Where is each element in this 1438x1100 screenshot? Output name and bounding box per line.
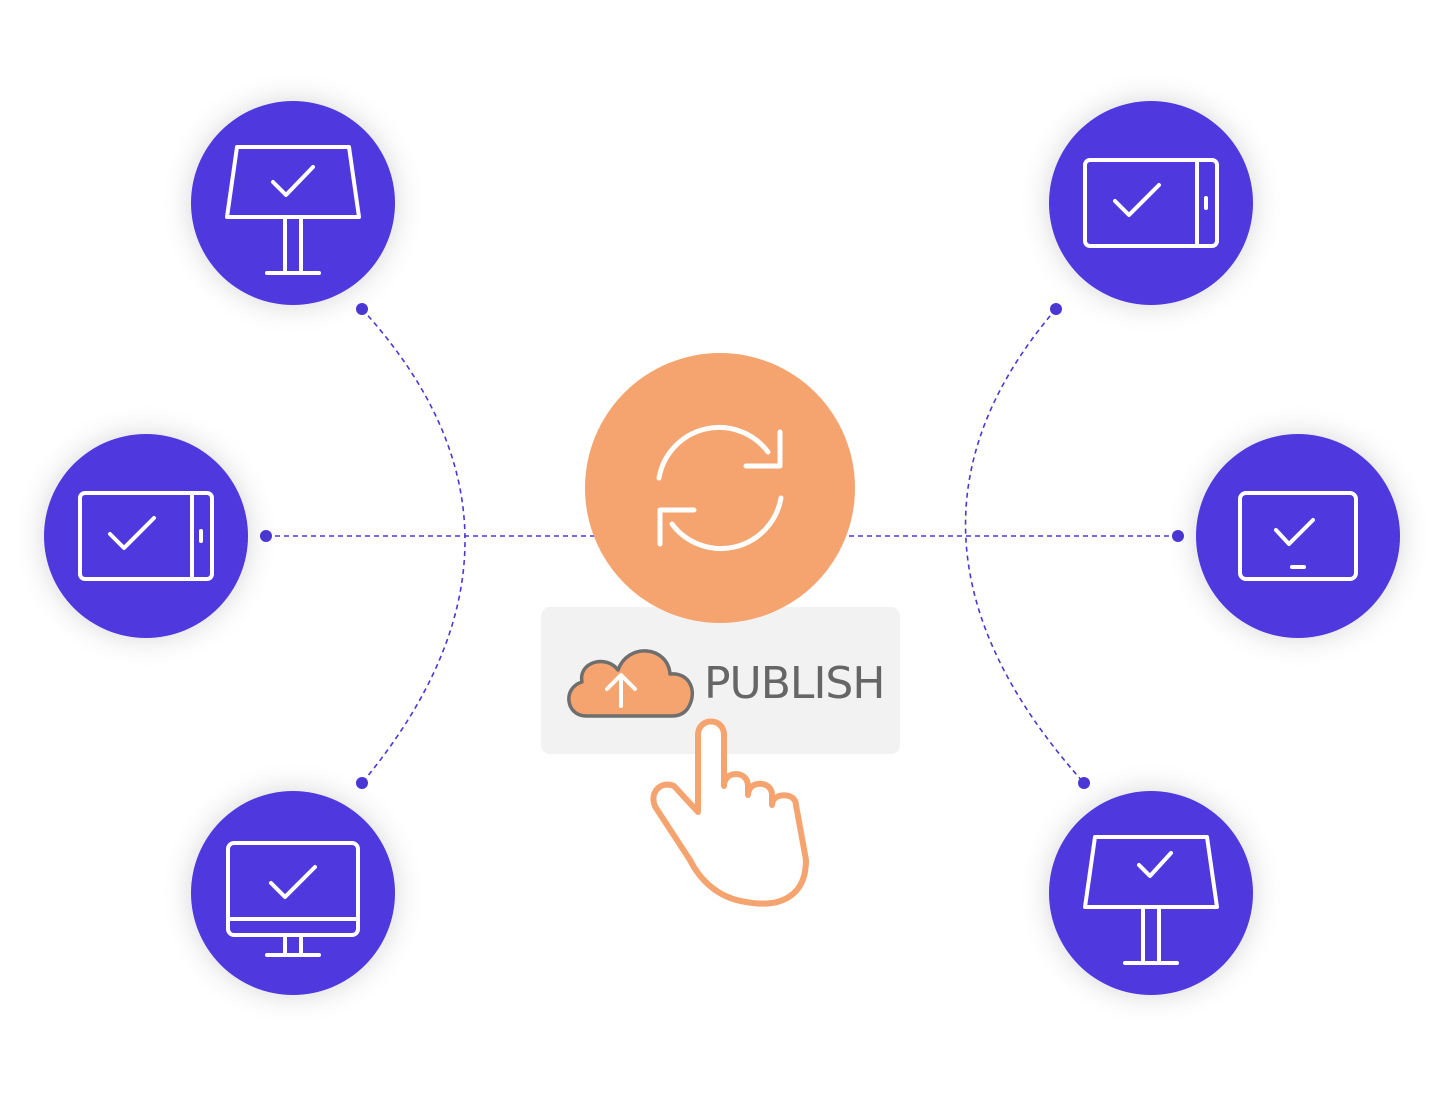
device-top-left: [191, 101, 395, 305]
kiosk-stand-icon: [225, 145, 361, 275]
sync-hub-circle: [585, 353, 855, 623]
device-circle: [1049, 101, 1253, 305]
left-arc-connector: [361, 308, 466, 784]
check-icon: [1113, 183, 1161, 217]
pointing-hand-icon: [650, 718, 809, 907]
sync-hub: [585, 353, 855, 623]
connector-dot: [1078, 777, 1090, 789]
device-middle-right: [1196, 434, 1400, 638]
device-top-right: [1049, 101, 1253, 305]
desktop-monitor-icon: [226, 841, 360, 957]
right-arc-connector: [964, 308, 1085, 784]
check-icon: [269, 865, 317, 899]
check-icon: [1274, 518, 1315, 546]
check-icon: [108, 516, 156, 550]
publish-label: PUBLISH: [704, 658, 884, 709]
publish-button[interactable]: PUBLISH: [541, 607, 900, 754]
device-circle: [191, 791, 395, 995]
tablet-landscape-icon: [78, 491, 214, 581]
connector-dot: [260, 530, 272, 542]
device-circle: [191, 101, 395, 305]
kiosk-stand-icon: [1083, 835, 1219, 965]
check-icon: [1137, 851, 1173, 878]
sync-arrows-icon: [656, 424, 784, 552]
connector-dot: [1172, 530, 1184, 542]
connector-dot: [356, 777, 368, 789]
device-circle: [44, 434, 248, 638]
connector-dot: [1050, 303, 1062, 315]
device-circle: [1049, 791, 1253, 995]
device-middle-left: [44, 434, 248, 638]
tablet-landscape-icon: [1083, 158, 1219, 248]
connector-dot: [356, 303, 368, 315]
tv-screen-icon: [1238, 491, 1358, 581]
cloud-upload-icon: [567, 649, 694, 718]
device-bottom-left: [191, 791, 395, 995]
check-icon: [271, 165, 315, 197]
device-bottom-right: [1049, 791, 1253, 995]
connectors: [260, 303, 1184, 789]
